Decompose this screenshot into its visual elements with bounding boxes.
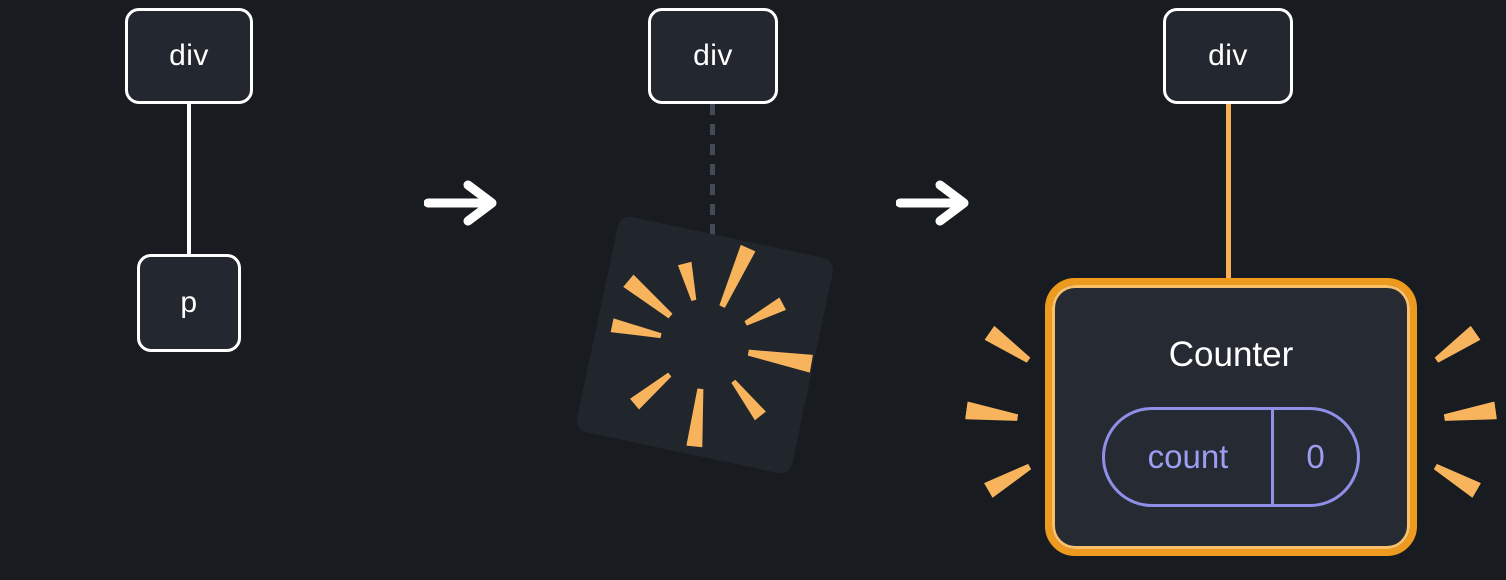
spark-ray-icon (1431, 326, 1480, 367)
pending-edge-dashed (710, 104, 715, 240)
arrow-right-glyph (423, 180, 497, 226)
arrow-right-icon (423, 179, 500, 232)
spark-ray-icon (1431, 459, 1481, 498)
dom-node-div-stage2: div (648, 8, 778, 104)
rendering-square (574, 214, 836, 476)
spark-ray-icon (984, 326, 1033, 367)
spark-ray-icon (1443, 401, 1497, 426)
arrow-right-icon (895, 179, 972, 232)
spark-ray-icon (984, 459, 1034, 498)
dom-node-label: div (169, 39, 209, 72)
state-pill: count 0 (1102, 407, 1360, 507)
arrow-right-glyph (895, 180, 969, 226)
tree-edge-div-p (187, 104, 191, 256)
dom-node-label: div (693, 39, 733, 72)
dom-node-label: p (180, 286, 198, 319)
counter-title: Counter (1168, 335, 1294, 374)
spark-ray-icon (965, 401, 1019, 426)
state-value: 0 (1271, 410, 1357, 504)
counter-component-card: Counter count 0 (1045, 278, 1417, 556)
committed-edge-orange (1226, 104, 1231, 286)
dom-node-div-stage1: div (125, 8, 253, 104)
dom-node-label: div (1208, 39, 1248, 72)
state-name: count (1147, 438, 1229, 475)
dom-node-p-stage1: p (137, 254, 241, 352)
dom-node-div-stage3: div (1163, 8, 1293, 104)
